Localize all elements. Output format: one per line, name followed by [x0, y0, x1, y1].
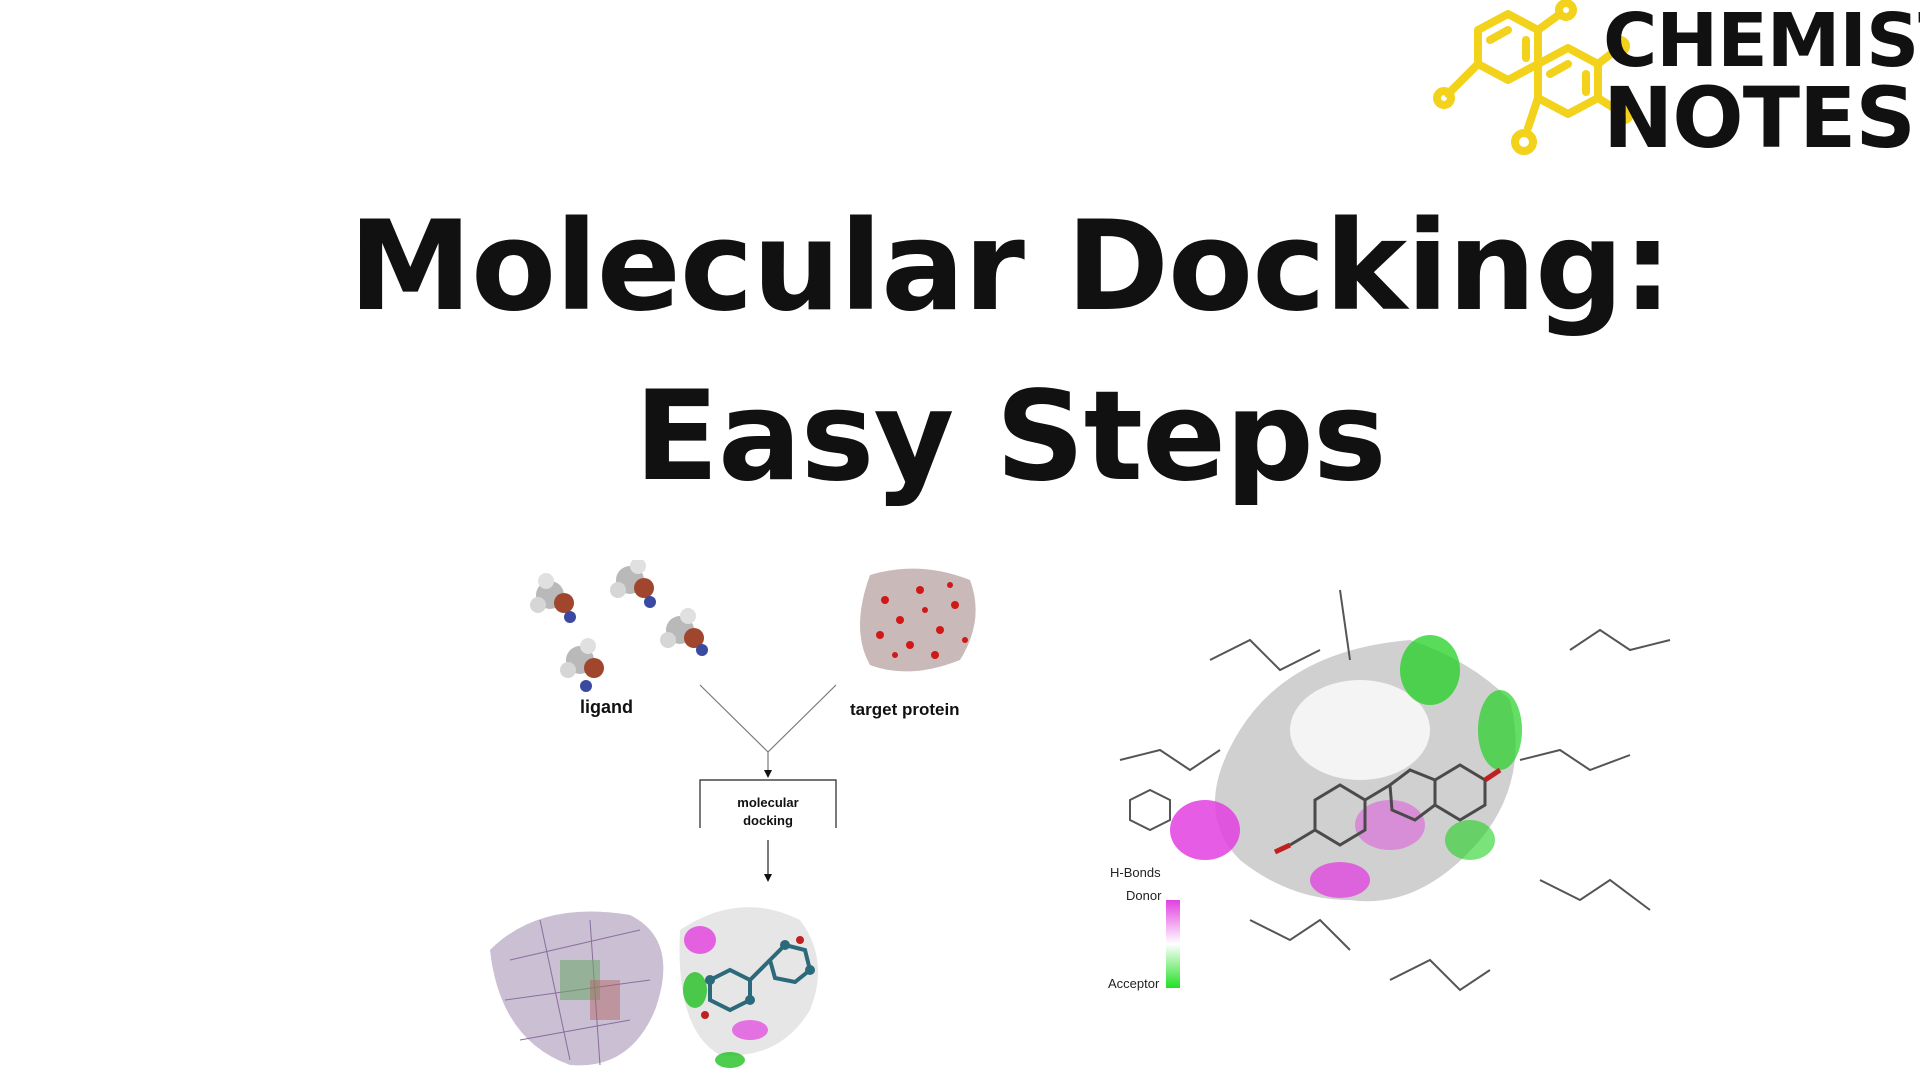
ligand-molecules-image	[530, 560, 708, 692]
flow-arrows	[699, 684, 837, 882]
legend-title: H-Bonds	[1110, 865, 1161, 880]
brand-line2: NOTES	[1603, 69, 1916, 167]
protein-label: target protein	[850, 700, 960, 719]
brand-wordmark: CHEMIST NOTES	[1603, 4, 1920, 160]
docked-complex-image	[1119, 589, 1671, 992]
target-protein-image	[860, 568, 976, 672]
process-label-2: docking	[743, 813, 793, 828]
legend-acceptor-label: Acceptor	[1108, 976, 1160, 991]
docked-pose-image	[679, 907, 818, 1068]
brand-line1: CHEMIST	[1603, 0, 1920, 84]
page-title: Molecular Docking: Easy Steps	[348, 195, 1673, 509]
ligand-label: ligand	[580, 697, 633, 717]
legend-donor-label: Donor	[1126, 888, 1162, 903]
legend-color-bar	[1166, 900, 1180, 988]
process-label-1: molecular	[737, 795, 798, 810]
chemist-notes-logo	[1433, 0, 1634, 155]
docking-scheme: ligand target protein molecular docking	[490, 560, 976, 1068]
protein-complex-image	[490, 911, 664, 1066]
